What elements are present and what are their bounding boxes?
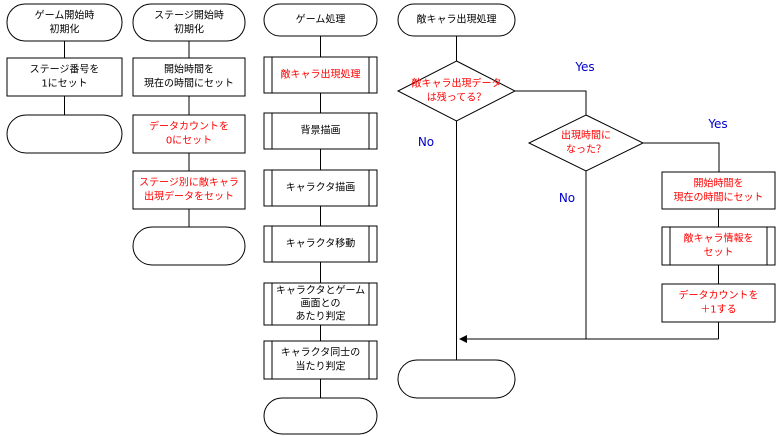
process-set-stage-number-line2: 1にセット — [41, 78, 87, 90]
terminal-game-init-start-line2: 初期化 — [50, 23, 80, 36]
process-set-start-time-line2: 現在の時間にセット — [144, 78, 234, 90]
subprocess-set-enemy-info-line1: 敵キャラ情報を — [684, 232, 754, 245]
subprocess-character-collision: キャラクタ同士の 当たり判定 — [263, 340, 378, 380]
flow-enemy-spawn: 敵キャラ出現処理 敵キャラ出現データ は残ってる？ Yes No 出現時間に な… — [396, 3, 776, 399]
flow-game-process: ゲーム処理 敵キャラ出現処理 背景描画 キャラクタ描画 キャラクタ — [263, 3, 378, 326]
subprocess-enemy-spawn: 敵キャラ出現処理 — [263, 56, 378, 94]
terminal-stage-init-start-line1: ステージ開始時 — [154, 9, 224, 22]
terminal-game-process-start-label: ゲーム処理 — [296, 13, 346, 26]
terminal-game-init-start-line1: ゲーム開始時 — [35, 9, 95, 22]
subprocess-draw-character: キャラクタ描画 — [263, 169, 378, 207]
subprocess-screen-collision-line1: キャラクタとゲーム — [276, 285, 365, 297]
decision-enemy-data-remaining — [396, 60, 517, 122]
label-yes-2: Yes — [707, 117, 727, 131]
subprocess-character-collision-line2: 当たり判定 — [296, 360, 346, 373]
process-set-enemy-data-line1: ステージ別に敵キャラ — [139, 176, 239, 189]
subprocess-draw-background: 背景描画 — [263, 112, 378, 150]
subprocess-move-character-label: キャラクタ移動 — [286, 237, 356, 250]
decision-spawn-time-reached-line1: 出現時間に — [561, 129, 611, 142]
decision-spawn-time-reached-line2: なった？ — [566, 144, 606, 156]
decision-spawn-time-reached — [527, 114, 645, 172]
process-reset-data-count — [132, 114, 246, 154]
subprocess-set-enemy-info-line2: セット — [704, 247, 734, 259]
process-set-stage-number — [6, 57, 123, 97]
subprocess-set-enemy-info: 敵キャラ情報を セット — [661, 226, 776, 266]
process-increment-data-count-line1: データカウントを — [679, 289, 759, 302]
process-set-start-time-line1: 開始時間を — [164, 63, 214, 76]
label-no-2: No — [559, 191, 575, 205]
label-no-1: No — [418, 135, 434, 149]
process-set-enemy-data-line2: 出現データをセット — [144, 190, 234, 203]
process-reset-data-count-line1: データカウントを — [149, 120, 229, 133]
process-reset-data-count-line2: 0にセット — [166, 135, 212, 147]
terminal-stage-init-start-line2: 初期化 — [174, 23, 204, 36]
terminal-enemy-spawn-end — [397, 359, 516, 399]
subprocess-screen-collision-line2: 画面との — [301, 298, 341, 310]
terminal-game-init-end — [6, 114, 123, 154]
flow-game-process-continued: 画面との あたり判定 キャラクタ同士の 当たり判定 — [263, 298, 378, 435]
terminal-enemy-spawn-start-label: 敵キャラ出現処理 — [417, 13, 497, 26]
flow-stage-init: ステージ開始時 初期化 開始時間を 現在の時間にセット データカウントを 0にセ… — [132, 3, 246, 266]
subprocess-move-character: キャラクタ移動 — [263, 225, 378, 263]
decision-enemy-data-remaining-line2: は残ってる？ — [427, 91, 487, 104]
terminal-stage-init-end — [132, 226, 246, 266]
subprocess-draw-background-label: 背景描画 — [301, 124, 341, 137]
process-increment-data-count — [661, 283, 776, 323]
subprocess-draw-character-label: キャラクタ描画 — [286, 181, 356, 194]
terminal-game-process-end — [263, 397, 378, 435]
process-update-start-time-line2: 現在の時間にセット — [674, 192, 764, 204]
subprocess-screen-collision-line3: あたり判定 — [296, 310, 346, 323]
subprocess-enemy-spawn-label: 敵キャラ出現処理 — [281, 68, 361, 81]
label-yes-1: Yes — [574, 60, 594, 74]
process-increment-data-count-line2: ＋1する — [700, 304, 736, 316]
subprocess-character-collision-line1: キャラクタ同士の — [281, 346, 361, 359]
subprocess-screen-collision: キャラクタとゲーム — [263, 282, 378, 326]
process-set-stage-number-line1: ステージ番号を — [30, 64, 100, 76]
process-update-start-time-line1: 開始時間を — [694, 177, 744, 190]
decision-enemy-data-remaining-line1: 敵キャラ出現データ — [412, 77, 502, 90]
flow-game-init: ゲーム開始時 初期化 ステージ番号を 1にセット — [6, 3, 123, 154]
process-set-enemy-data — [132, 170, 246, 210]
